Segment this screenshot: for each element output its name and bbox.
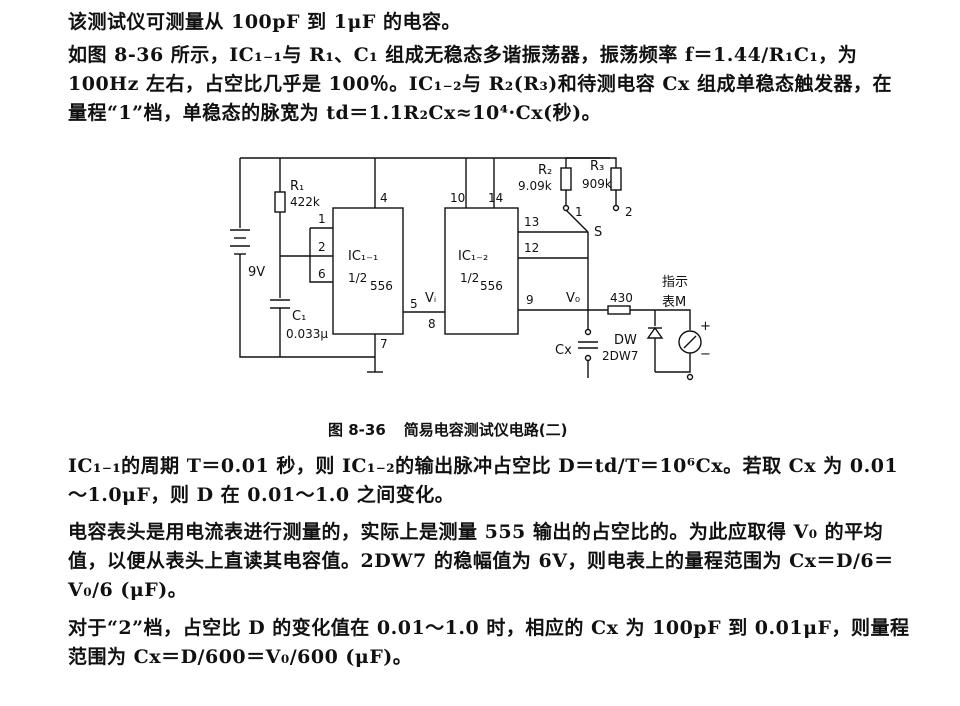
capacitor-c1 bbox=[270, 299, 290, 357]
r3-name: R₃ bbox=[590, 159, 604, 174]
meter-label-1: 指示 bbox=[662, 275, 688, 290]
vi-label: Vᵢ bbox=[425, 291, 436, 306]
switch-label: S bbox=[594, 225, 602, 240]
dw-part: 2DW7 bbox=[602, 349, 638, 363]
paragraph-description: 如图 8-36 所示，IC₁₋₁与 R₁、C₁ 组成无稳态多谐振荡器，振荡频率 … bbox=[68, 44, 892, 124]
paragraph-intro: 该测试仪可测量从 100pF 到 1μF 的电容。 bbox=[68, 11, 462, 33]
pin5-label: 5 bbox=[410, 297, 418, 311]
pin1-label: 1 bbox=[318, 212, 326, 226]
r2-name: R₂ bbox=[538, 163, 552, 178]
r430-label: 430 bbox=[610, 291, 633, 305]
r2-value: 9.09k bbox=[518, 179, 552, 193]
cx-label: Cx bbox=[555, 343, 572, 358]
resistor-430 bbox=[607, 305, 631, 315]
paragraph-meter: 电容表头是用电流表进行测量的，实际上是测量 555 输出的占空比的。为此应取得 … bbox=[68, 521, 894, 601]
c1-name: C₁ bbox=[292, 309, 306, 324]
pin8-label: 8 bbox=[428, 317, 436, 331]
switch-pos-2: 2 bbox=[625, 205, 633, 219]
ic1-2-box bbox=[444, 207, 519, 335]
pin13-label: 13 bbox=[524, 215, 539, 229]
meter-plus: + bbox=[700, 319, 711, 334]
r3-value: 909k bbox=[582, 177, 612, 191]
ic1-1-name: IC₁₋₁ bbox=[348, 249, 378, 264]
switch-contact-2 bbox=[612, 204, 620, 212]
ic1-1-half: 1/2 bbox=[348, 271, 367, 285]
battery-label: 9V bbox=[248, 265, 265, 280]
ic1-2-part: 556 bbox=[480, 279, 503, 293]
pin2-label: 2 bbox=[318, 240, 326, 254]
left-wire-bottom bbox=[239, 260, 375, 358]
ic1-1-part: 556 bbox=[370, 279, 393, 293]
pin12-label: 12 bbox=[524, 241, 539, 255]
figure-caption: 图 8-36 简易电容测试仪电路(二) bbox=[328, 419, 585, 440]
circuit-diagram: 9V R₁ 422k C₁ 0.033μ IC₁₋₁ 1/2 556 4 1 2… bbox=[230, 157, 711, 381]
pin7-label: 7 bbox=[380, 337, 388, 351]
paragraph-period: IC₁₋₁的周期 T＝0.01 秒，则 IC₁₋₂的输出脉冲占空比 D＝td/T… bbox=[68, 455, 899, 506]
ic1-2-name: IC₁₋₂ bbox=[458, 249, 488, 264]
resistor-r1 bbox=[274, 191, 286, 213]
zener-diode bbox=[646, 326, 664, 339]
resistor-r2 bbox=[560, 167, 572, 191]
pin6-label: 6 bbox=[318, 267, 326, 281]
dw-label: DW bbox=[614, 333, 637, 348]
figure-title: 简易电容测试仪电路(二) bbox=[403, 421, 568, 439]
c1-value: 0.033μ bbox=[286, 327, 328, 341]
switch-s-blade bbox=[565, 209, 589, 233]
battery-symbol bbox=[230, 229, 250, 260]
pin14-label: 14 bbox=[488, 191, 503, 205]
pin4-label: 4 bbox=[380, 191, 388, 205]
switch-contact-1 bbox=[562, 204, 570, 212]
paragraph-range-2: 对于“2”档，占空比 D 的变化值在 0.01～1.0 时，相应的 Cx 为 1… bbox=[68, 617, 910, 668]
figure-number: 图 8-36 bbox=[328, 421, 386, 439]
resistor-r3 bbox=[610, 167, 622, 191]
r1-name: R₁ bbox=[290, 179, 304, 194]
switch-pos-1: 1 bbox=[575, 205, 583, 219]
meter-label-2: 表M bbox=[662, 295, 686, 310]
r1-value: 422k bbox=[290, 195, 320, 209]
ic1-2-half: 1/2 bbox=[460, 271, 479, 285]
pin10-label: 10 bbox=[450, 191, 465, 205]
meter-minus: − bbox=[700, 347, 711, 362]
vo-label: V₀ bbox=[566, 291, 580, 306]
pin9-label: 9 bbox=[526, 293, 534, 307]
ic1-1-box bbox=[332, 207, 404, 335]
